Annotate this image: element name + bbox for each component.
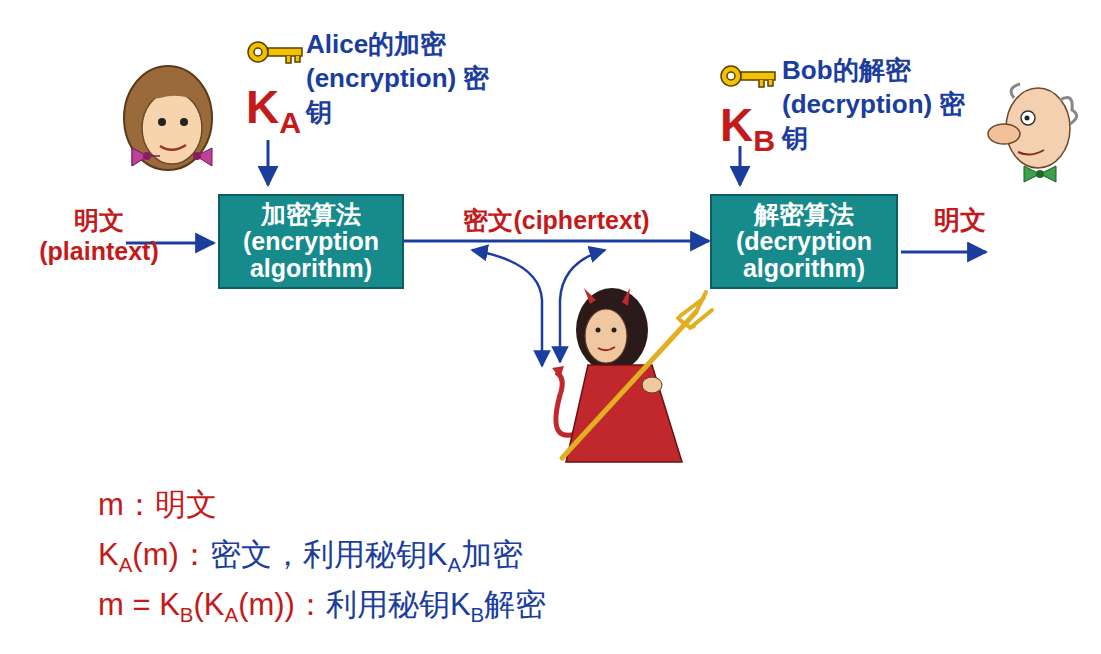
subscript: B — [471, 603, 485, 626]
subscript: A — [279, 106, 301, 139]
label-text: 利用秘钥K — [326, 587, 471, 622]
output-arrow — [901, 251, 986, 254]
notation-line: m = KB(KA(m))：利用秘钥KB解密 — [98, 586, 546, 627]
bob-figure — [988, 84, 1077, 182]
label-text: 明文 (plaintext) — [39, 206, 158, 265]
key-name: KA — [246, 80, 301, 141]
plaintext-label: 明文 — [934, 205, 986, 236]
subscript: A — [119, 553, 133, 576]
box-text: 加密算法 (encryption algorithm) — [226, 201, 396, 282]
label-text: (m)： — [132, 537, 209, 572]
algorithm-box: 加密算法 (encryption algorithm) — [218, 194, 404, 289]
label-text: Alice的加密 (encryption) 密钥 — [306, 29, 489, 127]
label-text: 解密 — [484, 587, 546, 622]
key-icon — [721, 66, 775, 87]
edge-label: 密文(ciphertext) — [460, 204, 652, 237]
intercept-arrow — [472, 250, 542, 366]
notation-line: m：明文 — [98, 486, 217, 523]
key-caption: Alice的加密 (encryption) 密钥 — [306, 28, 511, 129]
key-arrow — [267, 140, 270, 185]
trudy-figure — [552, 288, 712, 462]
key-caption: Bob的解密 (decryption) 密钥 — [782, 54, 982, 155]
alice-figure — [124, 66, 212, 170]
subscript: B — [753, 124, 775, 157]
key-name: KB — [720, 98, 775, 159]
label-text: m：明文 — [98, 487, 217, 522]
label-text: 加密 — [461, 537, 523, 572]
key-arrow — [739, 146, 742, 185]
label-text: 明文 — [934, 205, 986, 235]
label-text: 密文，利用秘钥K — [210, 537, 448, 572]
label-text: Bob的解密 (decryption) 密钥 — [782, 55, 965, 153]
ciphertext-arrow — [404, 240, 709, 243]
notation-line: KA(m)：密文，利用秘钥KA加密 — [98, 536, 523, 577]
subscript: B — [180, 603, 194, 626]
subscript: A — [224, 603, 238, 626]
label-text: K — [246, 81, 279, 133]
label-text: (K — [193, 587, 224, 622]
label-text: m = K — [98, 587, 180, 622]
subscript: A — [448, 553, 462, 576]
plaintext-label: 明文 (plaintext) — [24, 205, 174, 268]
label-text: (m))： — [238, 587, 326, 622]
key-icon — [248, 42, 302, 63]
label-text: K — [98, 537, 119, 572]
box-text: 解密算法 (decryption algorithm) — [718, 201, 890, 282]
label-text: K — [720, 99, 753, 151]
algorithm-box: 解密算法 (decryption algorithm) — [710, 194, 898, 289]
